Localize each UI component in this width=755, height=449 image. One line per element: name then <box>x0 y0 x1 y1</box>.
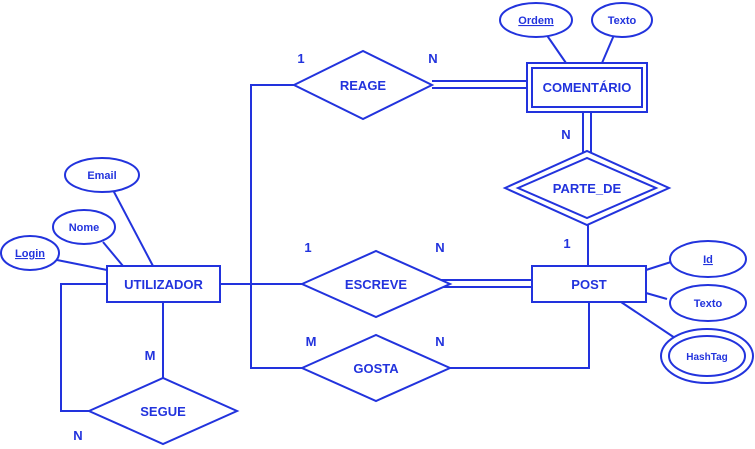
attribute-id-label: Id <box>703 254 713 266</box>
attribute-ordem[interactable]: Ordem <box>499 2 573 38</box>
attribute-texto-post[interactable]: Texto <box>669 284 747 322</box>
line-id <box>645 261 672 271</box>
connectors <box>56 33 679 412</box>
relationship-segue[interactable]: SEGUE <box>86 376 240 446</box>
attribute-texto-comentario[interactable]: Texto <box>591 2 653 38</box>
relationship-segue-label: SEGUE <box>140 404 186 419</box>
cardinality-escreve-left: 1 <box>304 240 311 255</box>
cardinalities: 1 N N 1 1 N M N M N <box>73 51 570 443</box>
relationship-parte-de[interactable]: PARTE_DE <box>502 149 672 227</box>
cardinality-reage-right: N <box>428 51 437 66</box>
attribute-texto-comentario-label: Texto <box>608 15 637 27</box>
attribute-ordem-label: Ordem <box>518 15 554 27</box>
entity-comentario-label: COMENTÁRIO <box>543 80 632 95</box>
cardinality-escreve-right: N <box>435 240 444 255</box>
line-nome <box>102 241 124 267</box>
cardinality-gosta-right: N <box>435 334 444 349</box>
line-hashtag <box>620 301 679 341</box>
attribute-hashtag[interactable]: HashTag <box>660 328 754 384</box>
cardinality-segue-bottom: N <box>73 428 82 443</box>
entity-post-label: POST <box>571 277 606 292</box>
cardinality-reage-left: 1 <box>297 51 304 66</box>
relationship-gosta-label: GOSTA <box>353 361 399 376</box>
attribute-nome[interactable]: Nome <box>52 209 116 245</box>
attribute-email[interactable]: Email <box>64 157 140 193</box>
relationship-reage-label: REAGE <box>340 78 387 93</box>
relationship-escreve[interactable]: ESCREVE <box>299 249 453 319</box>
line-utilizador-segue-n <box>60 283 107 412</box>
entity-utilizador[interactable]: UTILIZADOR <box>106 265 221 303</box>
attribute-nome-label: Nome <box>69 222 100 234</box>
line-texto-comentario <box>601 34 615 64</box>
cardinality-post-parte-de: 1 <box>563 236 570 251</box>
line-texto-post <box>645 292 668 300</box>
relationship-escreve-label: ESCREVE <box>345 277 407 292</box>
cardinality-segue-top: M <box>145 348 156 363</box>
line-ordem <box>545 33 567 64</box>
line-gosta-post <box>422 302 590 369</box>
attribute-email-label: Email <box>87 170 116 182</box>
attribute-login[interactable]: Login <box>0 235 60 271</box>
attribute-hashtag-label: HashTag <box>686 352 728 363</box>
attribute-id[interactable]: Id <box>669 240 747 278</box>
relationship-gosta[interactable]: GOSTA <box>299 333 453 403</box>
line-email <box>112 189 154 267</box>
entity-utilizador-label: UTILIZADOR <box>124 277 203 292</box>
attribute-login-label: Login <box>15 248 45 260</box>
relationship-parte-de-label: PARTE_DE <box>553 181 622 196</box>
line-login <box>56 259 108 271</box>
cardinality-comentario-parte-de: N <box>561 127 570 142</box>
attribute-texto-post-label: Texto <box>694 298 723 310</box>
line-utilizador-reage-gosta <box>250 84 302 369</box>
entity-comentario[interactable]: COMENTÁRIO <box>526 62 648 113</box>
cardinality-gosta-left: M <box>306 334 317 349</box>
entity-post[interactable]: POST <box>531 265 647 303</box>
relationship-reage[interactable]: REAGE <box>291 49 435 121</box>
